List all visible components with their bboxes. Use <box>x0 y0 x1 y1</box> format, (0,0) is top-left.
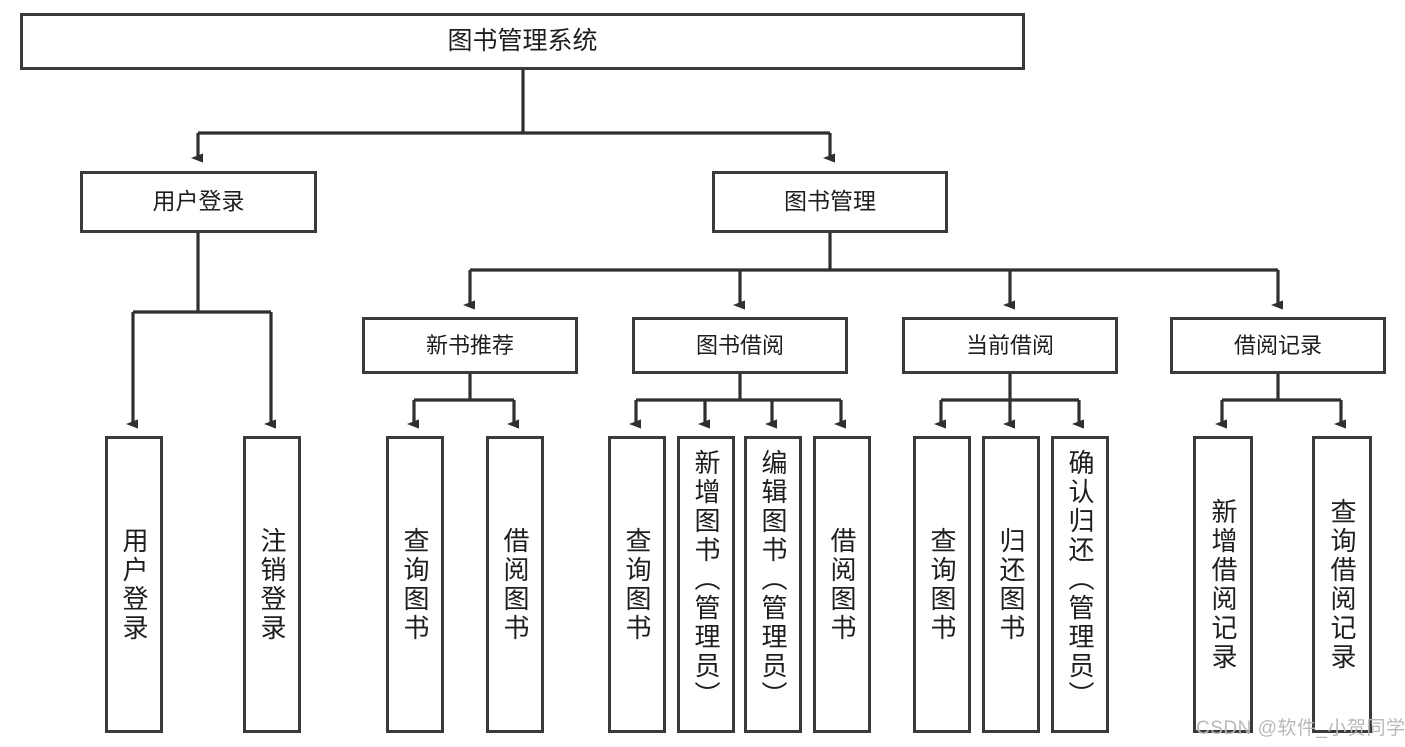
leaf-current-query-book[interactable]: 查询图书 <box>913 436 971 733</box>
node-book-management[interactable]: 图书管理 <box>712 171 948 233</box>
node-label: 借阅记录 <box>1233 332 1322 358</box>
node-label: 图书管理 <box>784 188 876 215</box>
node-label: 确认归还（管理员） <box>1065 449 1095 710</box>
node-new-book-recommend[interactable]: 新书推荐 <box>362 317 578 374</box>
node-current-borrow[interactable]: 当前借阅 <box>902 317 1118 374</box>
node-label: 图书借阅 <box>695 332 784 358</box>
csdn-watermark: CSDN @软件_小贺同学 <box>1196 718 1405 739</box>
leaf-current-confirm-return-admin[interactable]: 确认归还（管理员） <box>1051 436 1109 733</box>
node-label: 用户登录 <box>152 188 245 215</box>
node-label: 新书推荐 <box>425 332 514 358</box>
node-label: 当前借阅 <box>965 332 1054 358</box>
leaf-user-login-signout[interactable]: 注销登录 <box>243 436 301 733</box>
node-label: 编辑图书（管理员） <box>758 449 788 710</box>
node-label: 新增借阅记录 <box>1208 497 1238 672</box>
leaf-user-login-signin[interactable]: 用户登录 <box>105 436 163 733</box>
leaf-borrow-add-book-admin[interactable]: 新增图书（管理员） <box>677 436 735 733</box>
node-label: 图书管理系统 <box>447 26 598 55</box>
node-label: 查询图书 <box>927 526 957 643</box>
node-label: 查询借阅记录 <box>1327 497 1357 672</box>
node-user-login[interactable]: 用户登录 <box>80 171 317 233</box>
node-book-borrow[interactable]: 图书借阅 <box>632 317 848 374</box>
leaf-recommend-query-book[interactable]: 查询图书 <box>386 436 444 733</box>
leaf-record-query-borrow-record[interactable]: 查询借阅记录 <box>1312 436 1372 733</box>
node-label: 查询图书 <box>400 526 430 643</box>
node-label: 用户登录 <box>119 526 149 643</box>
leaf-recommend-borrow-book[interactable]: 借阅图书 <box>486 436 544 733</box>
node-label: 归还图书 <box>996 526 1026 643</box>
leaf-borrow-query-book[interactable]: 查询图书 <box>608 436 666 733</box>
node-label: 借阅图书 <box>827 526 857 643</box>
node-borrow-record[interactable]: 借阅记录 <box>1170 317 1386 374</box>
leaf-borrow-borrow-book[interactable]: 借阅图书 <box>813 436 871 733</box>
node-book-management-system[interactable]: 图书管理系统 <box>20 13 1025 70</box>
leaf-current-return-book[interactable]: 归还图书 <box>982 436 1040 733</box>
node-label: 查询图书 <box>622 526 652 643</box>
leaf-record-add-borrow-record[interactable]: 新增借阅记录 <box>1193 436 1253 733</box>
node-label: 注销登录 <box>257 526 287 643</box>
node-label: 新增图书（管理员） <box>691 449 721 710</box>
node-label: 借阅图书 <box>500 526 530 643</box>
leaf-borrow-edit-book-admin[interactable]: 编辑图书（管理员） <box>744 436 802 733</box>
